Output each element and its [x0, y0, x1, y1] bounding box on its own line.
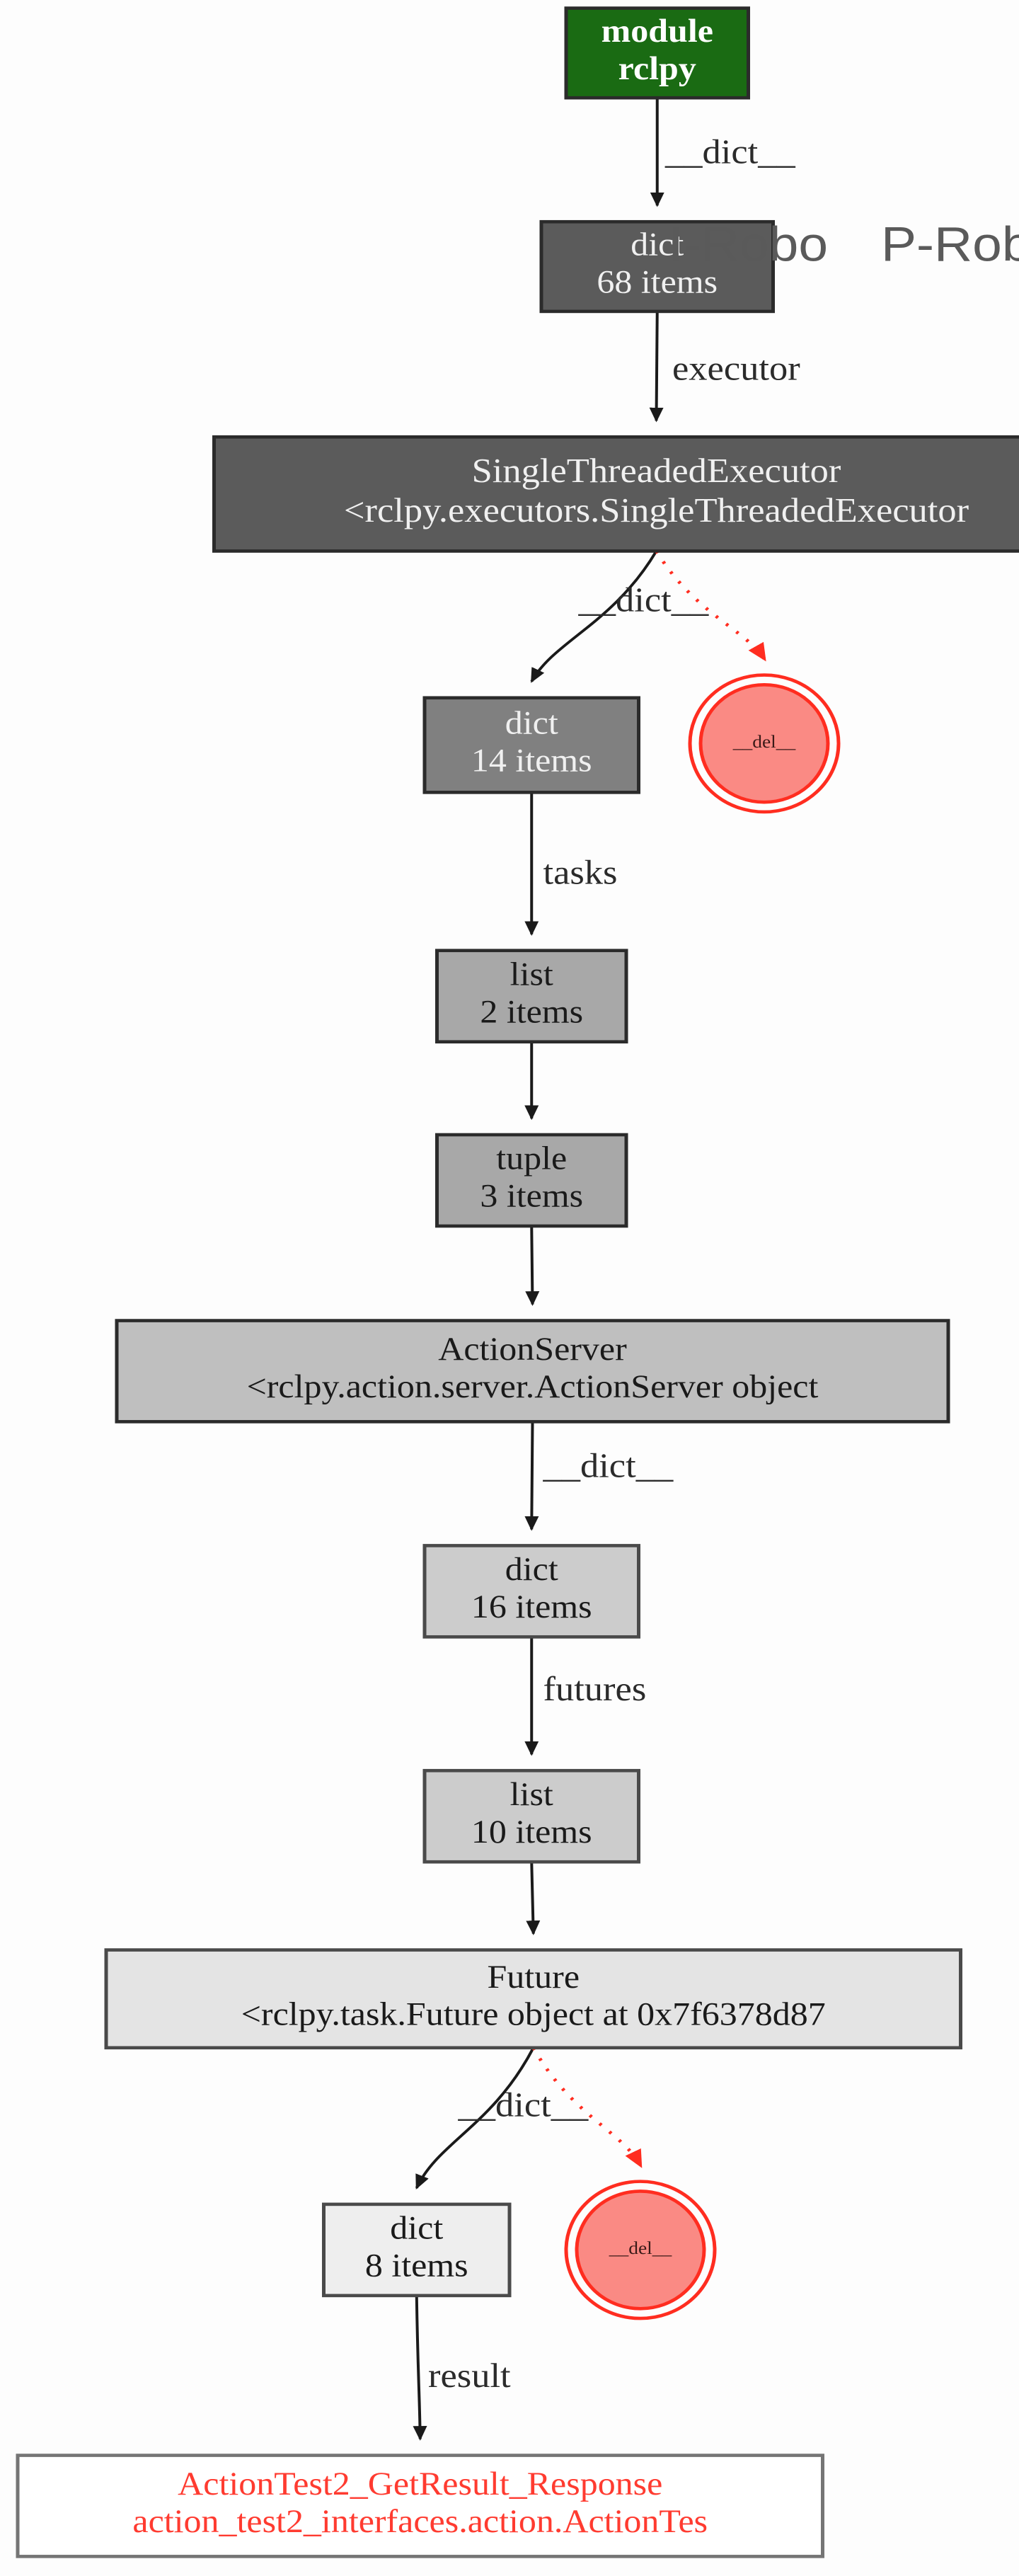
- graph-edge: result: [413, 2295, 511, 2441]
- edge-label: __dict__: [577, 581, 709, 619]
- edge-path: [525, 1225, 540, 1306]
- node-label-line: SingleThreadedExecutor: [472, 452, 841, 490]
- edge-label: result: [428, 2357, 511, 2395]
- edge-label: executor: [672, 350, 800, 388]
- node-shape-rect: [422, 696, 640, 794]
- graph-node-action-test2-response[interactable]: ActionTest2_GetResult_Responseaction_tes…: [16, 2454, 824, 2558]
- graph-edge: [655, 550, 766, 662]
- node-label-line: list: [510, 956, 554, 992]
- node-label-line: action_test2_interfaces.action.ActionTes: [132, 2504, 708, 2540]
- legend-label-p-robo: P-Robo: [881, 217, 1019, 272]
- node-label-line: 8 items: [365, 2248, 468, 2284]
- node-label-line: dict: [631, 227, 684, 263]
- edge-path: [531, 2047, 643, 2168]
- node-label-line: 14 items: [471, 743, 592, 779]
- node-label-line: ActionTest2_GetResult_Response: [178, 2466, 662, 2502]
- node-label-line: dict: [505, 705, 559, 741]
- edge-label: __dict__: [664, 132, 796, 171]
- node-shape-rect: [435, 1133, 628, 1228]
- graph-edge: [525, 1225, 540, 1306]
- graph-node-future[interactable]: Future<rclpy.task.Future object at 0x7f6…: [104, 1948, 962, 2050]
- node-shape-outer-circle: [688, 673, 841, 814]
- node-label-line: <rclpy.action.server.ActionServer object: [247, 1369, 819, 1405]
- legend-layer: I-Robo P-Robo: [669, 217, 1019, 272]
- node-label-line: ActionServer: [438, 1332, 627, 1368]
- node-shape-inner-circle: [698, 683, 830, 804]
- node-shape-rect: [322, 2202, 512, 2298]
- node-label-line: 2 items: [480, 994, 583, 1030]
- graph-edge: __dict__: [524, 1421, 674, 1531]
- node-label-line: <rclpy.executors.SingleThreadedExecutor: [344, 491, 969, 529]
- node-label-line: Future: [487, 1959, 580, 1996]
- node-shape-rect: [115, 1319, 950, 1424]
- node-shape-inner-circle: [575, 2189, 706, 2311]
- edge-path: [415, 2047, 535, 2189]
- graph-edge: tasks: [524, 792, 618, 937]
- graph-edge: [531, 2047, 643, 2168]
- node-label-line: dict: [390, 2210, 444, 2246]
- graph-node-action-server[interactable]: ActionServer<rclpy.action.server.ActionS…: [115, 1319, 950, 1424]
- node-label-line: __del__: [732, 731, 796, 752]
- graph-edge: __dict__: [650, 98, 796, 207]
- node-label-line: __del__: [609, 2238, 672, 2258]
- edge-path: [413, 2295, 427, 2441]
- graph-node-del-future[interactable]: __del__: [564, 2180, 717, 2320]
- edge-label: __dict__: [457, 2085, 589, 2124]
- edge-path: [530, 550, 658, 683]
- graph-edge: executor: [649, 311, 800, 423]
- graph-node-single-threaded-executor[interactable]: SingleThreadedExecutor<rclpy.executors.S…: [212, 435, 1019, 553]
- node-label-line: tuple: [496, 1140, 567, 1177]
- node-label-line: 10 items: [471, 1814, 592, 1850]
- node-shape-rect: [422, 1544, 640, 1639]
- graph-edge: __dict__: [415, 2047, 589, 2189]
- graph-edge: futures: [524, 1637, 647, 1756]
- node-label-line: <rclpy.task.Future object at 0x7f6378d87: [241, 1996, 826, 2032]
- node-label-line: 3 items: [480, 1178, 583, 1214]
- node-shape-rect: [564, 6, 750, 100]
- edge-path: [524, 1421, 539, 1531]
- graph-edge: __dict__: [530, 550, 709, 683]
- node-label-line: dict: [505, 1552, 559, 1588]
- node-label-line: list: [510, 1777, 554, 1813]
- node-shape-rect: [435, 949, 628, 1044]
- node-label-line: 16 items: [471, 1589, 592, 1625]
- node-label-line: rclpy: [618, 51, 696, 87]
- node-label-line: module: [601, 13, 713, 50]
- edge-path: [526, 1862, 541, 1935]
- node-label-line: 68 items: [597, 264, 718, 300]
- node-shape-rect: [212, 435, 1019, 553]
- legend-label-i-robo: I-Robo: [669, 217, 828, 272]
- edge-label: futures: [543, 1670, 647, 1708]
- graph-edge: [526, 1862, 541, 1935]
- edges-layer: __dict__executor__dict__tasks__dict__fut…: [413, 98, 800, 2441]
- graph-node-del-executor[interactable]: __del__: [688, 673, 841, 814]
- node-shape-outer-circle: [564, 2180, 717, 2320]
- edge-label: tasks: [543, 853, 618, 891]
- node-shape-rect: [16, 2454, 824, 2558]
- node-shape-rect: [422, 1768, 640, 1864]
- edge-path: [655, 550, 766, 662]
- edge-label: __dict__: [542, 1447, 674, 1485]
- node-shape-rect: [539, 219, 775, 314]
- node-shape-rect: [104, 1948, 962, 2050]
